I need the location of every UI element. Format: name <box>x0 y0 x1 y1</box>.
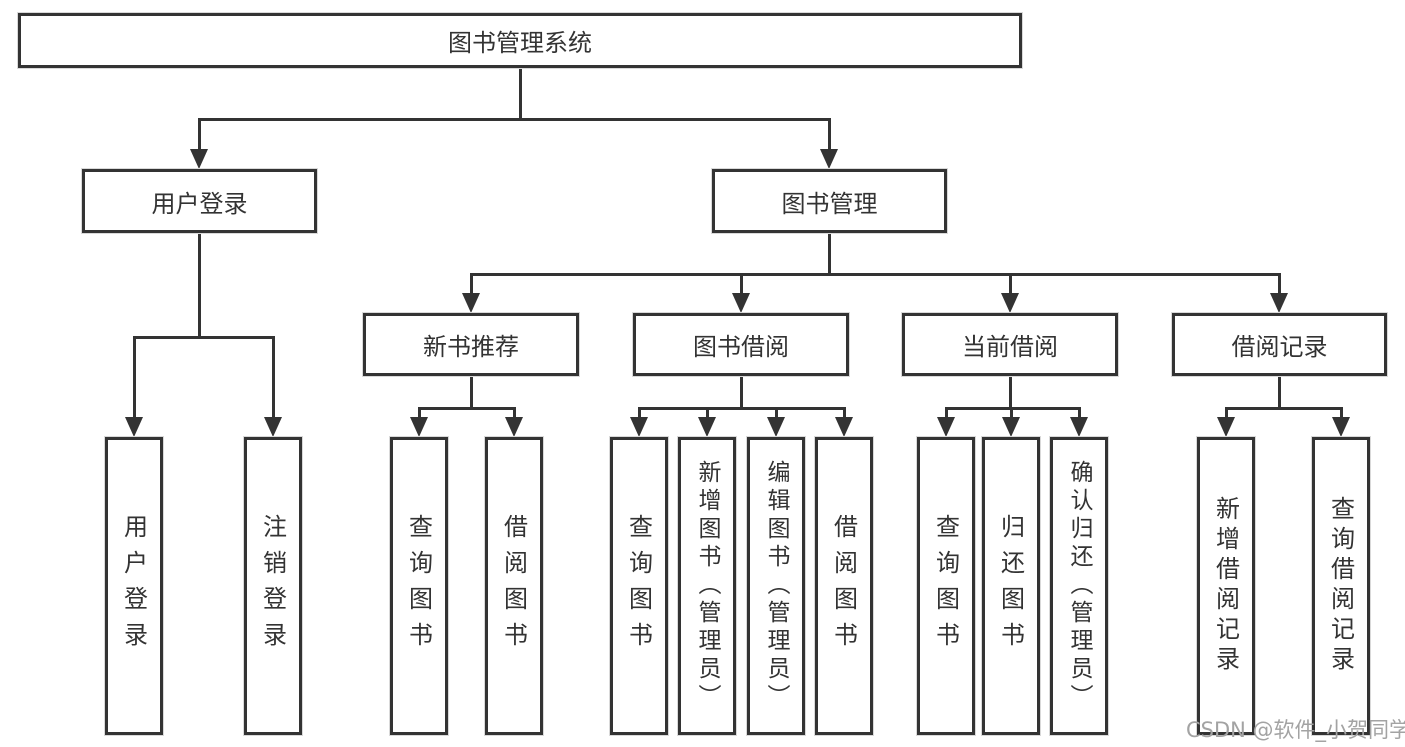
leaf-user-login: 用户登录 <box>105 437 163 735</box>
leaf-borrow-books-newbook: 借阅图书 <box>485 437 543 735</box>
arrow-down-icon <box>630 417 648 437</box>
connector-stem <box>1009 273 1012 297</box>
leaf-return-books-label: 归还图书 <box>996 514 1025 658</box>
node-book-borrowing-label: 图书借阅 <box>693 333 789 361</box>
node-book-borrowing: 图书借阅 <box>633 313 849 376</box>
node-user-login: 用户登录 <box>82 169 317 233</box>
arrow-down-icon <box>835 417 853 437</box>
leaf-borrow-books-borrowing-label: 借阅图书 <box>829 514 858 658</box>
leaf-query-books-newbook: 查询图书 <box>390 437 448 735</box>
node-root: 图书管理系统 <box>18 13 1022 68</box>
arrow-down-icon <box>125 417 143 437</box>
leaf-query-books-current: 查询图书 <box>917 437 975 735</box>
leaf-query-books-newbook-label: 查询图书 <box>404 514 433 658</box>
connector-current-feeder <box>1009 374 1012 410</box>
connector-stem <box>828 118 831 152</box>
leaf-confirm-return-admin-label: 确认归还（管理员） <box>1066 460 1092 712</box>
leaf-query-borrow-record: 查询借阅记录 <box>1312 437 1370 735</box>
node-new-book-recommend: 新书推荐 <box>363 313 579 376</box>
connector-mgmt-feeder <box>828 231 831 276</box>
connector-login-splitter <box>133 336 275 339</box>
connector-stem <box>272 336 275 420</box>
arrow-down-icon <box>264 417 282 437</box>
leaf-query-books-current-label: 查询图书 <box>931 514 960 658</box>
arrow-down-icon <box>1001 293 1019 313</box>
leaf-add-books-admin: 新增图书（管理员） <box>678 437 736 735</box>
arrow-down-icon <box>1002 417 1020 437</box>
connector-stem <box>706 407 709 420</box>
arrow-down-icon <box>820 149 838 169</box>
leaf-query-books-borrowing: 查询图书 <box>610 437 668 735</box>
arrow-down-icon <box>410 417 428 437</box>
node-user-login-label: 用户登录 <box>151 189 248 218</box>
connector-stem <box>638 407 641 420</box>
connector-newbook-splitter <box>418 407 516 410</box>
connector-stem <box>843 407 846 420</box>
arrow-down-icon <box>505 417 523 437</box>
arrow-down-icon <box>1270 293 1288 313</box>
connector-current-splitter <box>945 407 1081 410</box>
connector-records-feeder <box>1278 374 1281 410</box>
node-current-borrowing-label: 当前借阅 <box>962 333 1058 361</box>
leaf-query-books-borrowing-label: 查询图书 <box>624 514 653 658</box>
connector-newbook-feeder <box>470 374 473 410</box>
connector-stem <box>133 336 136 420</box>
arrow-down-icon <box>462 293 480 313</box>
connector-stem <box>1225 407 1228 420</box>
node-new-book-recommend-label: 新书推荐 <box>423 333 519 361</box>
node-current-borrowing: 当前借阅 <box>902 313 1118 376</box>
arrow-down-icon <box>698 417 716 437</box>
node-borrowing-records: 借阅记录 <box>1172 313 1387 376</box>
leaf-confirm-return-admin: 确认归还（管理员） <box>1050 437 1108 735</box>
connector-stem <box>418 407 421 420</box>
leaf-add-borrow-record-label: 新增借阅记录 <box>1211 496 1240 676</box>
connector-stem <box>1278 273 1281 297</box>
connector-mgmt-splitter <box>470 273 1281 276</box>
arrow-down-icon <box>1332 417 1350 437</box>
leaf-add-books-admin-label: 新增图书（管理员） <box>694 460 720 712</box>
leaf-query-borrow-record-label: 查询借阅记录 <box>1326 496 1355 676</box>
leaf-borrow-books-newbook-label: 借阅图书 <box>499 514 528 658</box>
arrow-down-icon <box>1070 417 1088 437</box>
connector-stem <box>945 407 948 420</box>
connector-records-splitter <box>1225 407 1343 410</box>
connector-login-feeder <box>198 231 201 339</box>
arrow-down-icon <box>732 293 750 313</box>
leaf-edit-books-admin-label: 编辑图书（管理员） <box>763 460 789 712</box>
connector-stem <box>1010 407 1013 420</box>
watermark: CSDN @软件_小贺同学 <box>1186 718 1405 742</box>
leaf-edit-books-admin: 编辑图书（管理员） <box>747 437 805 735</box>
leaf-return-books: 归还图书 <box>982 437 1040 735</box>
arrow-down-icon <box>937 417 955 437</box>
node-book-management-label: 图书管理 <box>781 189 878 218</box>
connector-borrow-splitter <box>638 407 846 410</box>
arrow-down-icon <box>1217 417 1235 437</box>
node-root-label: 图书管理系统 <box>448 29 592 57</box>
node-borrowing-records-label: 借阅记录 <box>1231 333 1328 361</box>
arrow-down-icon <box>767 417 785 437</box>
leaf-user-login-label: 用户登录 <box>119 514 148 658</box>
connector-stem <box>513 407 516 420</box>
leaf-logout: 注销登录 <box>244 437 302 735</box>
connector-borrow-feeder <box>740 374 743 410</box>
connector-stem <box>470 273 473 297</box>
connector-root-splitter <box>198 118 831 121</box>
leaf-add-borrow-record: 新增借阅记录 <box>1197 437 1255 735</box>
connector-stem <box>1078 407 1081 420</box>
leaf-borrow-books-borrowing: 借阅图书 <box>815 437 873 735</box>
connector-stem <box>740 273 743 297</box>
connector-stem <box>1340 407 1343 420</box>
arrow-down-icon <box>190 149 208 169</box>
connector-stem <box>775 407 778 420</box>
connector-root-feeder <box>519 65 522 120</box>
connector-stem <box>198 118 201 152</box>
node-book-management: 图书管理 <box>712 169 947 233</box>
leaf-logout-label: 注销登录 <box>258 514 287 658</box>
